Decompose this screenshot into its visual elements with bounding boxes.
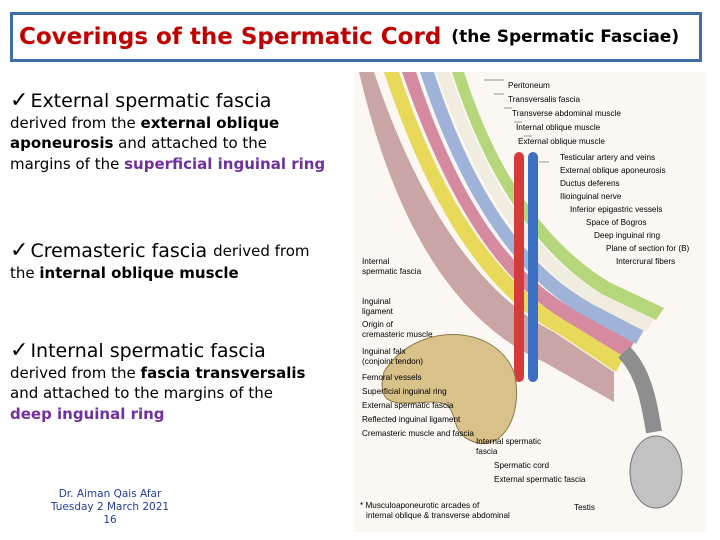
label: Superficial inguinal ring [362, 387, 447, 396]
left-labels: Internal spermatic fascia Inguinal ligam… [362, 257, 474, 438]
slide-subtitle: (the Spermatic Fasciae) [451, 27, 680, 47]
label: Inferior epigastric vessels [570, 205, 662, 214]
label: Internal oblique muscle [516, 123, 601, 132]
text: the [10, 264, 40, 282]
label: Femoral vessels [362, 373, 422, 382]
label: Inguinal falx [362, 347, 406, 356]
section-heading: ✓ External spermatic fascia [10, 88, 325, 113]
label: Ilioinguinal nerve [560, 192, 622, 201]
vein-vessel [528, 152, 538, 382]
heading-text: Internal spermatic fascia [30, 339, 266, 362]
muscle-layer [359, 72, 614, 402]
label: Testicular artery and veins [560, 153, 655, 162]
right-labels: Peritoneum Transversalis fascia Transver… [508, 81, 690, 266]
heading-tail: derived from [213, 241, 310, 260]
section-internal-spermatic-fascia: ✓ Internal spermatic fascia derived from… [10, 338, 305, 424]
title-box: Coverings of the Spermatic Cord (the Spe… [10, 12, 702, 62]
bold-text: aponeurosis [10, 134, 114, 153]
label: Testis [574, 503, 595, 512]
checkmark-icon: ✓ [10, 238, 29, 263]
footer-date: Tuesday 2 March 2021 [50, 501, 170, 514]
label: Deep inguinal ring [594, 231, 660, 240]
peritoneum-layer [436, 72, 654, 332]
bold-text: fascia transversalis [140, 364, 306, 382]
checkmark-icon: ✓ [10, 338, 29, 363]
fascia-layer-yellow [384, 72, 624, 372]
footer-author: Dr. Aiman Qais Afar [58, 488, 162, 500]
label: Transverse abdominal muscle [512, 109, 621, 118]
label: ligament [362, 307, 394, 316]
text: and attached to the margins of the [10, 384, 273, 403]
label: Internal [362, 257, 389, 266]
bottom-labels: Internal spermatic fascia Spermatic cord… [476, 437, 595, 512]
text: derived from the [10, 364, 141, 382]
section-body: derived from the fascia transversalis an… [10, 363, 305, 424]
label: Inguinal [362, 297, 391, 306]
checkmark-icon: ✓ [10, 88, 29, 113]
label: cremasteric muscle [362, 330, 433, 339]
heading-text: Cremasteric fascia [30, 239, 208, 262]
label: External oblique muscle [518, 137, 605, 146]
anatomy-illustration: Peritoneum Transversalis fascia Transver… [354, 72, 706, 532]
label: External spermatic fascia [362, 401, 454, 410]
label: Plane of section for (B) [606, 244, 690, 253]
text: derived from the [10, 114, 141, 132]
section-heading: ✓ Cremasteric fascia derived from [10, 238, 310, 263]
label: External oblique aponeurosis [560, 166, 666, 175]
label: Spermatic cord [494, 461, 550, 470]
footnote: * Musculoaponeurotic arcades of [360, 501, 480, 510]
section-heading: ✓ Internal spermatic fascia [10, 338, 305, 363]
section-cremasteric-fascia: ✓ Cremasteric fascia derived from the in… [10, 238, 310, 283]
label: Cremasteric muscle and fascia [362, 429, 474, 438]
highlight-text: superficial inguinal ring [124, 154, 326, 173]
artery-vessel [514, 152, 524, 382]
bold-text: internal oblique muscle [39, 264, 239, 282]
label: fascia [476, 447, 498, 456]
testis [629, 435, 683, 509]
label: Transversalis fascia [508, 95, 580, 104]
footer: Dr. Aiman Qais Afar Tuesday 2 March 2021… [40, 488, 180, 527]
text: and attached to the [113, 134, 268, 153]
label: Origin of [362, 320, 394, 329]
label: Internal spermatic [476, 437, 541, 446]
slide-title: Coverings of the Spermatic Cord [19, 24, 442, 50]
label: Peritoneum [508, 81, 550, 90]
section-external-spermatic-fascia: ✓ External spermatic fascia derived from… [10, 88, 325, 174]
label: Reflected inguinal ligament [362, 415, 461, 424]
heading-text: External spermatic fascia [30, 89, 272, 112]
label: External spermatic fascia [494, 475, 586, 484]
section-body: the internal oblique muscle [10, 263, 310, 283]
highlight-text: deep inguinal ring [10, 404, 165, 423]
label: (conjoint tendon) [362, 357, 423, 366]
page-number: 16 [103, 514, 117, 527]
fascia-layer-blue [420, 72, 644, 344]
bold-text: external oblique [140, 114, 280, 132]
leader-lines [484, 79, 549, 163]
label: Intercrural fibers [616, 257, 675, 266]
footnote: internal oblique & transverse abdominal [366, 511, 510, 520]
label: Space of Bogros [586, 218, 647, 227]
spermatic-cord [618, 346, 662, 434]
label: Ductus deferens [560, 179, 620, 188]
label: spermatic fascia [362, 267, 422, 276]
section-body: derived from the external oblique aponeu… [10, 113, 325, 174]
text: margins of the [10, 154, 125, 173]
pelvic-bone [381, 334, 518, 445]
